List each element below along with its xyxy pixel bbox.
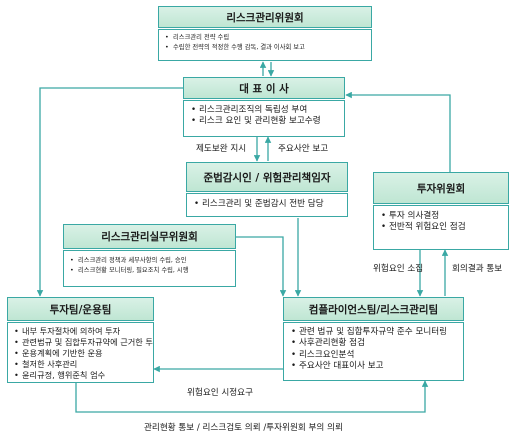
risk-committee-title: 리스크관리위원회: [226, 11, 304, 24]
improvement-order-label: 제도보완 지시: [196, 144, 247, 154]
compliance-team-box: 관련 법규 및 집합투자규약 준수 모니터링 사후관리현황 점검 리스크요인분석…: [283, 322, 464, 381]
board-item: 리스크관리조직의 독립성 부여: [190, 105, 338, 117]
investment-team-item: 윤리규정, 행위준칙 엄수: [13, 370, 148, 381]
risk-committee-header: 리스크관리위원회: [158, 6, 372, 28]
practice-committee-title: 리스크관리실무위원회: [101, 231, 198, 243]
investment-team-item: 내부 투자절차에 의하여 투자: [13, 326, 148, 337]
compliance-team-title: 컴플라이언스팀/리스크관리팀: [308, 303, 439, 316]
compliance-team-item: 사후관리현황 점검: [290, 338, 457, 350]
practice-committee-box: 리스크관리 정책과 세부사항의 수립, 승인 리스크현황 모니터링, 필요조치 …: [63, 250, 236, 287]
risk-call-label: 위험요인 소집: [373, 264, 424, 274]
risk-committee-item: 리스크관리 전략 수립: [164, 33, 366, 43]
risk-committee-box: 리스크관리 전략 수립 수립한 전략의 적정한 수행 감독, 결과 이사회 보고: [158, 29, 372, 61]
compliance-officer-header: 준법감시인 / 위험관리책임자: [186, 162, 348, 192]
investment-committee-header: 투자위원회: [373, 172, 509, 204]
investment-committee-item: 투자 의사결정: [380, 211, 502, 223]
link-practice-to-compliance: [236, 236, 287, 297]
compliance-officer-title: 준법감시인 / 위험관리책임자: [203, 171, 331, 184]
investment-team-item: 관련법규 및 집합투자규약에 근거한 투자: [13, 337, 153, 348]
compliance-team-item: 주요사안 대표이사 보고: [290, 361, 457, 373]
board-item: 리스크 요인 및 관리현황 보고수령: [190, 116, 338, 128]
practice-committee-header: 리스크관리실무위원회: [63, 224, 236, 249]
compliance-team-header: 컴플라이언스팀/리스크관리팀: [283, 297, 464, 321]
investment-committee-title: 투자위원회: [416, 182, 466, 195]
link-investcommittee-to-board: [345, 91, 451, 172]
risk-committee-item: 수립한 전략의 적정한 수행 감독, 결과 이사회 보고: [164, 43, 366, 53]
investment-team-item: 운용계획에 기반한 운용: [13, 348, 148, 359]
investment-team-title: 투자팀/운용팀: [49, 303, 112, 316]
bottom-flow-label: 관리현황 통보 / 리스크검토 의뢰 /투자위원회 부의 의뢰: [144, 423, 343, 433]
board-header: 대 표 이 사: [183, 77, 345, 99]
compliance-team-item: 관련 법규 및 집합투자규약 준수 모니터링: [290, 327, 457, 339]
investment-team-box: 내부 투자절차에 의하여 투자 관련법규 및 집합투자규약에 근거한 투자 운용…: [7, 322, 154, 383]
investment-team-item: 철저한 사후관리: [13, 359, 148, 370]
compliance-officer-box: 리스크관리 및 준법감시 전반 담당: [186, 193, 348, 217]
board-title: 대 표 이 사: [239, 82, 289, 95]
investment-committee-item: 전반적 위험요인 점검: [380, 222, 502, 234]
compliance-team-item: 리스크요인분석: [290, 350, 457, 362]
compliance-officer-item: 리스크관리 및 준법감시 전반 담당: [193, 199, 341, 211]
link-bottom-loop: [75, 380, 429, 413]
board-box: 리스크관리조직의 독립성 부여 리스크 요인 및 관리현황 보고수령: [183, 100, 345, 137]
meeting-result-label: 회의결과 통보: [452, 264, 503, 274]
risk-correction-label: 위험요인 시정요구: [185, 386, 255, 398]
investment-team-header: 투자팀/운용팀: [7, 297, 154, 321]
practice-committee-item: 리스크관리 정책과 세부사항의 수립, 승인: [69, 256, 230, 266]
key-report-label: 주요사안 보고: [278, 144, 329, 154]
link-board-to-investteam: [36, 87, 183, 297]
investment-committee-box: 투자 의사결정 전반적 위험요인 점검: [373, 205, 509, 250]
practice-committee-item: 리스크현황 모니터링, 필요조치 수립, 시행: [69, 266, 230, 276]
